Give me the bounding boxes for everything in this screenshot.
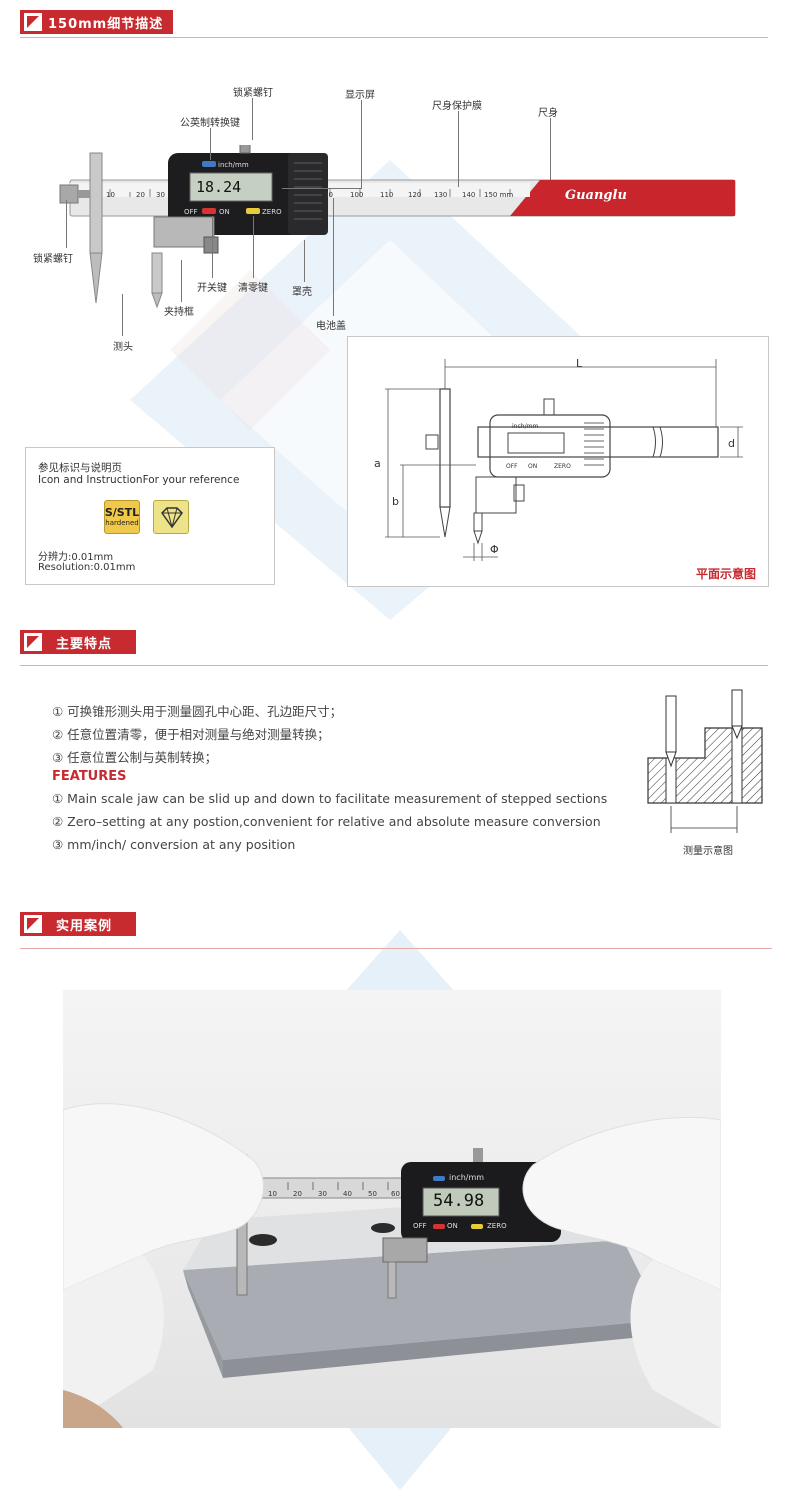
photo-off-label: OFF bbox=[413, 1222, 427, 1230]
section-title: 150mm细节描述 bbox=[48, 16, 164, 32]
callout-zero-key: 清零键 bbox=[238, 283, 268, 294]
mini-unit-label: inch/mm bbox=[512, 423, 539, 430]
photo-on-label: ON bbox=[447, 1222, 458, 1230]
leader-line bbox=[282, 188, 362, 189]
divider bbox=[20, 665, 768, 666]
callout-battery-cover: 电池盖 bbox=[316, 321, 346, 332]
leader-line bbox=[333, 198, 334, 316]
mini-off-label: OFF bbox=[506, 463, 518, 470]
reference-box: 参见标识与说明页 Icon and InstructionFor your re… bbox=[25, 447, 275, 585]
reference-text: Icon and InstructionFor your reference bbox=[38, 474, 240, 486]
leader-line bbox=[181, 260, 182, 302]
leader-line bbox=[361, 100, 362, 188]
dim-a: a bbox=[374, 457, 381, 470]
reference-text: 参见标识与说明页 bbox=[38, 462, 122, 474]
leader-line bbox=[212, 216, 213, 278]
callout-clamp-frame: 夹持框 bbox=[164, 307, 194, 318]
usage-photo-svg bbox=[63, 1103, 721, 1428]
resolution-cn: 分辨力:0.01mm bbox=[38, 552, 114, 563]
section-header-features: 主要特点 bbox=[20, 630, 768, 666]
photo-unit-label: inch/mm bbox=[449, 1173, 485, 1182]
scale-tick: 20 bbox=[136, 191, 145, 199]
off-label: OFF bbox=[184, 208, 198, 216]
brand-logo: Guanglu bbox=[565, 188, 627, 203]
photo-scale-tick: 20 bbox=[293, 1190, 302, 1198]
measurement-diagram bbox=[647, 689, 763, 833]
feature-en-3: ③ mm/inch/ conversion at any position bbox=[52, 837, 296, 852]
scale-tick: 110 bbox=[380, 191, 394, 199]
callout-scale-film: 尺身保护膜 bbox=[432, 101, 482, 112]
leader-line bbox=[550, 118, 551, 180]
leader-line bbox=[252, 98, 253, 140]
scale-tick: 30 bbox=[156, 191, 165, 199]
callout-display: 显示屏 bbox=[345, 90, 375, 101]
callout-probe: 测头 bbox=[113, 342, 133, 353]
feature-en-2: ② Zero–setting at any postion,convenient… bbox=[52, 814, 601, 829]
zero-label: ZERO bbox=[262, 208, 282, 216]
diamond-icon bbox=[153, 500, 189, 534]
divider bbox=[20, 948, 772, 949]
resolution-en: Resolution:0.01mm bbox=[38, 562, 136, 573]
callout-beam: 尺身 bbox=[538, 108, 558, 119]
callout-lock-screw-left: 锁紧螺钉 bbox=[33, 254, 73, 265]
usage-photo: 54.98 inch/mm OFF ON ZERO 10 20 30 40 50… bbox=[63, 990, 721, 1428]
leader-line bbox=[66, 200, 67, 248]
feature-en-1: ① Main scale jaw can be slid up and down… bbox=[52, 791, 608, 806]
corner-flag-icon bbox=[24, 633, 42, 651]
callout-shell: 罩壳 bbox=[292, 287, 312, 298]
feature-cn-3: ③ 任意位置公制与英制转换； bbox=[52, 750, 218, 765]
stainless-hardened-badge: S/STL hardened bbox=[104, 500, 140, 534]
photo-scale-tick: 10 bbox=[268, 1190, 277, 1198]
unit-key-label: inch/mm bbox=[218, 161, 249, 169]
leader-line bbox=[458, 111, 459, 187]
plan-drawing-svg bbox=[385, 359, 743, 561]
section-title: 主要特点 bbox=[56, 636, 113, 652]
on-label: ON bbox=[219, 208, 230, 216]
photo-scale-tick: 50 bbox=[368, 1190, 377, 1198]
photo-zero-label: ZERO bbox=[487, 1222, 507, 1230]
dim-L: L bbox=[576, 357, 583, 370]
photo-scale-tick: 40 bbox=[343, 1190, 352, 1198]
plan-drawing: L a b d Φ inch/mm OFF ON ZERO 平面示意图 bbox=[347, 336, 769, 587]
measurement-caption: 测量示意图 bbox=[683, 846, 733, 857]
callout-lock-screw-top: 锁紧螺钉 bbox=[233, 88, 273, 99]
features-title: FEATURES bbox=[52, 769, 127, 784]
dim-d: d bbox=[728, 437, 735, 450]
photo-scale-tick: 60 bbox=[391, 1190, 400, 1198]
leader-line bbox=[253, 216, 254, 278]
scale-tick: 10 bbox=[106, 191, 115, 199]
leader-line bbox=[304, 240, 305, 282]
section-header-cases: 实用案例 bbox=[20, 912, 772, 949]
leader-line bbox=[210, 128, 211, 160]
callout-power-key: 开关键 bbox=[197, 283, 227, 294]
section-header-detail: 150mm细节描述 bbox=[20, 10, 768, 38]
corner-flag-icon bbox=[24, 915, 42, 933]
callout-unit-key: 公英制转换键 bbox=[180, 118, 240, 129]
mini-on-label: ON bbox=[528, 463, 538, 470]
caliper-illustration bbox=[59, 145, 736, 309]
scale-tick: 90 bbox=[324, 191, 333, 199]
scale-tick: 150 mm bbox=[484, 191, 514, 199]
leader-line bbox=[122, 294, 123, 336]
corner-flag-icon bbox=[24, 13, 42, 31]
section-title: 实用案例 bbox=[56, 918, 113, 934]
photo-lcd-readout: 54.98 bbox=[433, 1191, 485, 1211]
scale-tick: 140 bbox=[462, 191, 476, 199]
dim-b: b bbox=[392, 495, 399, 508]
dim-phi: Φ bbox=[490, 543, 499, 556]
scale-tick: 120 bbox=[408, 191, 422, 199]
feature-cn-2: ② 任意位置清零，便于相对测量与绝对测量转换； bbox=[52, 727, 330, 742]
plan-drawing-caption: 平面示意图 bbox=[695, 567, 756, 581]
divider bbox=[20, 37, 768, 38]
feature-cn-1: ① 可换锥形测头用于测量圆孔中心距、孔边距尺寸； bbox=[52, 704, 343, 719]
scale-tick: 130 bbox=[434, 191, 448, 199]
photo-scale-tick: 30 bbox=[318, 1190, 327, 1198]
lcd-readout: 18.24 bbox=[196, 178, 242, 196]
mini-zero-label: ZERO bbox=[554, 463, 571, 470]
scale-tick: 100 bbox=[350, 191, 364, 199]
